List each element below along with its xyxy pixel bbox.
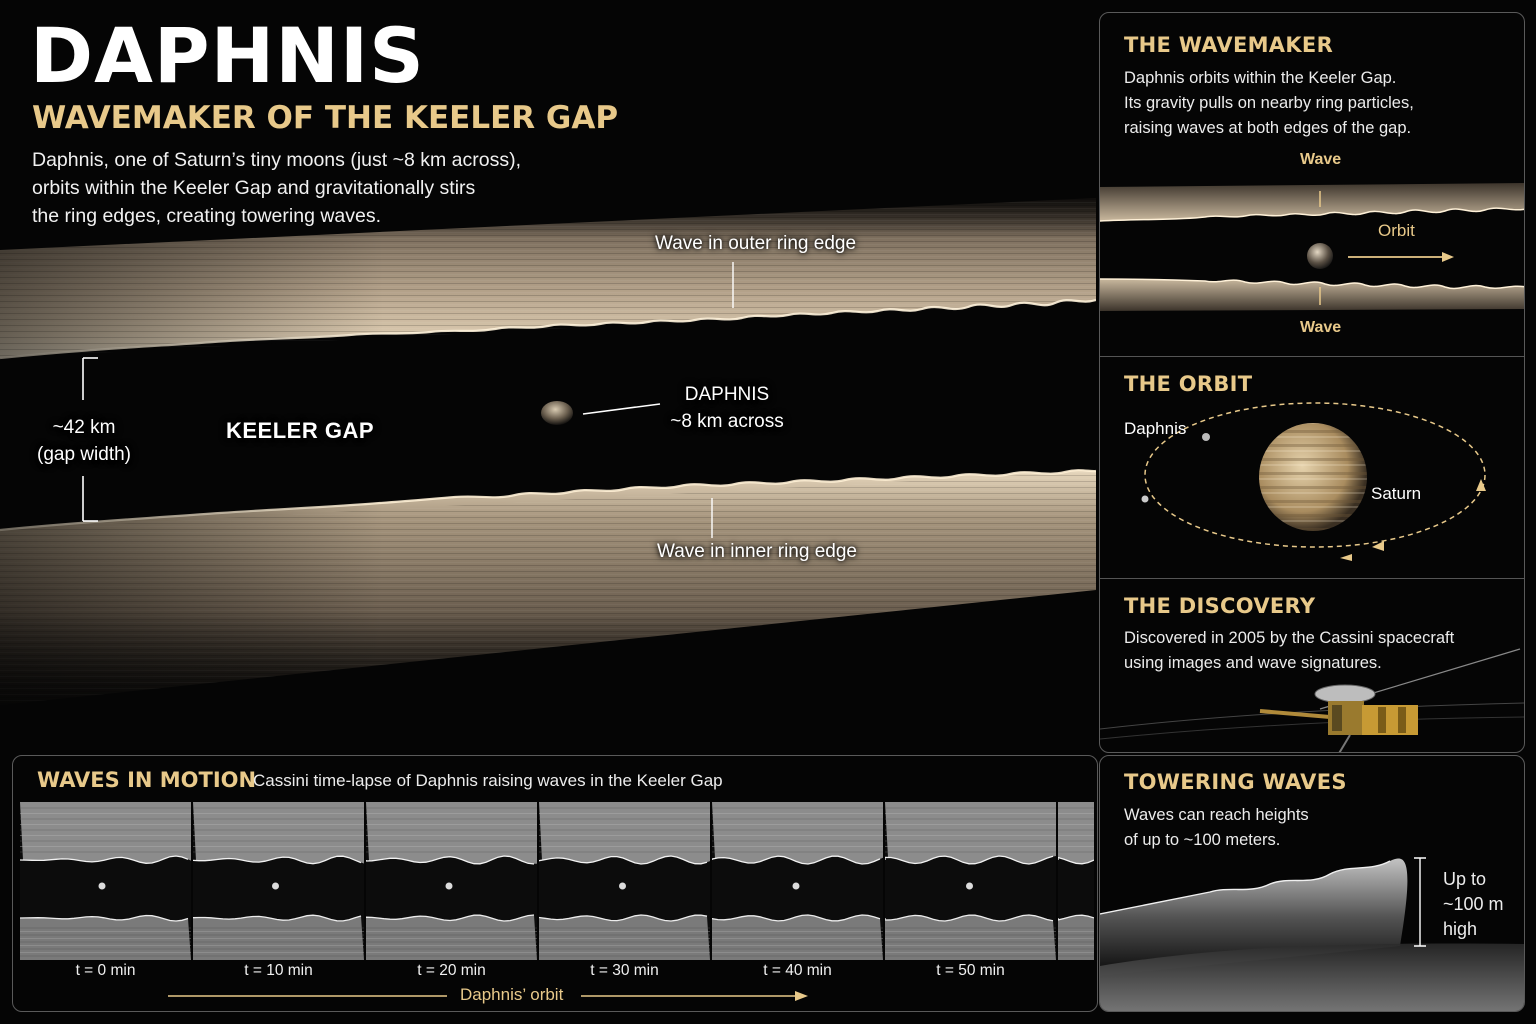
towering-text: Waves can reach heights of up to ~100 me… — [1124, 803, 1309, 853]
main-illustration: DAPHNIS WAVEMAKER OF THE KEELER GAP Daph… — [0, 0, 1096, 750]
daphnis-moon — [1307, 243, 1333, 269]
info-panels: THE WAVEMAKER Daphnis orbits within the … — [1099, 12, 1525, 753]
gap-width-value: ~42 km — [52, 417, 116, 438]
frame-image — [712, 802, 883, 960]
frame-time-label: t = 0 min — [75, 962, 136, 979]
wavemaker-diagram — [1100, 183, 1524, 311]
frame-time-label: t = 40 min — [763, 962, 832, 979]
frame-time-label: t = 10 min — [244, 962, 313, 979]
towering-wave-illustration — [1100, 857, 1524, 1011]
moon-size: ~8 km across — [670, 411, 784, 432]
text-line: Waves can reach heights — [1124, 806, 1309, 824]
orbit-direction-label: Daphnis’ orbit — [460, 985, 564, 1004]
orbit-direction-arrow — [168, 991, 808, 1001]
gap-width-label: ~42 km (gap width) — [32, 414, 136, 468]
moon-name: DAPHNIS — [684, 384, 770, 405]
page-title: DAPHNIS — [30, 11, 425, 100]
daphnis-moon — [272, 882, 279, 890]
daphnis-moon — [445, 882, 453, 890]
intro-line: Daphnis, one of Saturn’s tiny moons (jus… — [32, 149, 521, 171]
intro-line: orbits within the Keeler Gap and gravita… — [32, 177, 476, 199]
orbit-arrow-label: Orbit — [1378, 221, 1415, 240]
text-line: of up to ~100 meters. — [1124, 831, 1281, 849]
time-lapse-frame-partial — [1058, 802, 1094, 960]
daphnis-moon — [966, 882, 973, 890]
frame-image — [539, 802, 710, 960]
time-lapse-frame — [20, 802, 191, 960]
ring-illustration — [0, 0, 1096, 750]
frame-image — [885, 802, 1056, 960]
daphnis-moon — [619, 882, 626, 890]
inner-wave-label: Wave in inner ring edge — [657, 541, 857, 562]
cassini-spacecraft-illustration — [1100, 648, 1524, 752]
frame-image — [366, 802, 537, 960]
frame-image — [193, 802, 364, 960]
towering-title: TOWERING WAVES — [1124, 770, 1347, 794]
text-line: ~100 m — [1443, 894, 1504, 914]
wavemaker-text: Daphnis orbits within the Keeler Gap. It… — [1124, 66, 1414, 141]
time-lapse-frame — [539, 802, 710, 960]
orbit-diagram — [1141, 402, 1486, 561]
daphnis-moon — [541, 401, 573, 425]
page-subtitle: WAVEMAKER OF THE KEELER GAP — [32, 100, 619, 136]
text-line: Its gravity pulls on nearby ring particl… — [1124, 94, 1414, 112]
daphnis-label: DAPHNIS ~8 km across — [662, 381, 792, 435]
wave-top-label: Wave — [1300, 151, 1342, 168]
daphnis-moon — [792, 882, 800, 890]
intro-text: Daphnis, one of Saturn’s tiny moons (jus… — [32, 146, 592, 230]
text-line: high — [1443, 919, 1478, 939]
text-line: Discovered in 2005 by the Cassini spacec… — [1124, 629, 1455, 647]
orbit-title: THE ORBIT — [1124, 372, 1253, 396]
text-line: Up to — [1443, 869, 1487, 889]
waves-in-motion-section: WAVES IN MOTION Cassini time-lapse of Da… — [12, 755, 1098, 1012]
time-lapse-frame — [712, 802, 883, 960]
discovery-text: Discovered in 2005 by the Cassini spacec… — [1124, 626, 1454, 676]
wave-height-label: Up to ~100 m high — [1443, 867, 1504, 942]
orbit-section: THE ORBIT Daphnis Saturn — [1100, 356, 1524, 578]
discovery-title: THE DISCOVERY — [1124, 594, 1316, 618]
wavemaker-title: THE WAVEMAKER — [1124, 33, 1334, 57]
text-line: Daphnis orbits within the Keeler Gap. — [1124, 69, 1397, 87]
time-lapse-frame — [193, 802, 364, 960]
frame-image — [1058, 802, 1094, 960]
time-lapse-frame — [885, 802, 1056, 960]
saturn-label: Saturn — [1371, 484, 1422, 503]
outer-wave-label: Wave in outer ring edge — [655, 233, 857, 254]
frame-time-label: t = 50 min — [936, 962, 1005, 979]
frame-time-label: t = 20 min — [417, 962, 486, 979]
keeler-gap-label: KEELER GAP — [226, 418, 375, 443]
daphnis-orbit-label: Daphnis — [1124, 419, 1187, 438]
daphnis-moon — [98, 882, 106, 890]
time-lapse-frame — [366, 802, 537, 960]
frame-image — [20, 802, 191, 960]
orbit-direction-row: Daphnis’ orbit — [13, 982, 1097, 1008]
discovery-section: THE DISCOVERY Discovered in 2005 by the … — [1100, 578, 1524, 752]
motion-subtitle: Cassini time-lapse of Daphnis raising wa… — [253, 771, 723, 790]
frame-time-label: t = 30 min — [590, 962, 659, 979]
wave-bottom-label: Wave — [1300, 319, 1342, 336]
towering-waves-section: TOWERING WAVES Waves can reach heights o… — [1099, 755, 1525, 1012]
wavemaker-section: THE WAVEMAKER Daphnis orbits within the … — [1100, 13, 1524, 356]
intro-line: the ring edges, creating towering waves. — [32, 205, 382, 227]
time-lapse-frames — [20, 802, 1094, 960]
text-line: raising waves at both edges of the gap. — [1124, 119, 1412, 137]
gap-width-caption: (gap width) — [37, 444, 131, 465]
text-line: using images and wave signatures. — [1124, 654, 1382, 672]
motion-title: WAVES IN MOTION — [37, 768, 257, 792]
